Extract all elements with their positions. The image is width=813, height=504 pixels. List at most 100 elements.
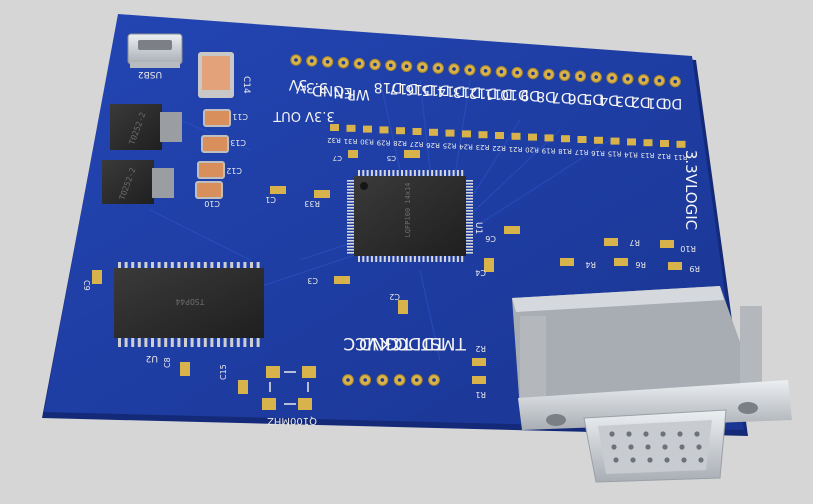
- fpga-pin: [452, 255, 455, 262]
- array-resistor: [346, 124, 356, 132]
- array-resistor-label: R15: [608, 150, 622, 158]
- array-resistor: [660, 140, 669, 147]
- fpga-pin: [466, 183, 473, 185]
- svg-text:C4: C4: [475, 268, 486, 277]
- array-resistor-label: R14: [624, 150, 638, 158]
- array-resistor: [544, 134, 554, 142]
- jtag-pin-label: TMS: [430, 333, 467, 353]
- fpga-pin: [409, 255, 412, 262]
- sram-pin: [256, 337, 260, 347]
- header-pad-hole: [626, 77, 630, 81]
- fpga-pin: [401, 170, 403, 177]
- fpga-pin: [466, 222, 473, 224]
- data-pin-label: D16: [405, 81, 434, 97]
- sram-pin: [124, 337, 128, 347]
- sram-pin: [131, 262, 135, 269]
- sram-pin: [131, 337, 135, 347]
- array-resistor-label: R27: [410, 140, 424, 148]
- data-pin-label: D7: [552, 89, 572, 105]
- pin-wr: WR: [346, 86, 370, 102]
- sram-pin: [118, 262, 121, 269]
- svg-text:C7: C7: [333, 154, 342, 162]
- fpga-pin: [347, 201, 354, 203]
- sram-pin: [190, 337, 194, 347]
- fpga-pin: [444, 170, 446, 177]
- svg-text:R2: R2: [475, 344, 486, 353]
- header-pad-hole: [483, 69, 488, 73]
- jtag-pad-hole: [415, 378, 419, 382]
- fpga-pin: [466, 198, 473, 200]
- svg-text:TSOP44: TSOP44: [175, 297, 204, 306]
- fpga-pin: [466, 219, 473, 221]
- vga-hole: [630, 457, 636, 463]
- jtag-pin-label: TDI: [416, 333, 446, 353]
- fpga-pin: [347, 180, 354, 182]
- fpga-pin: [448, 255, 451, 262]
- fpga-pin: [347, 228, 354, 230]
- array-resistor: [429, 128, 438, 136]
- fpga-pin: [466, 213, 473, 215]
- header-pad-hole: [325, 60, 330, 64]
- array-resistor: [379, 126, 389, 134]
- svg-text:R10: R10: [680, 244, 696, 253]
- data-pin-label: D13: [453, 84, 482, 100]
- sram-pin: [124, 262, 128, 269]
- sram-pin: [164, 262, 168, 269]
- sram-pin: [164, 337, 168, 347]
- fpga-pin: [347, 207, 354, 209]
- fpga-pin: [347, 198, 354, 200]
- fpga-pin: [347, 195, 354, 197]
- fpga-pin: [383, 255, 386, 262]
- fpga-pin: [347, 189, 354, 191]
- sram-pin: [250, 337, 253, 347]
- data-pin-label: D10: [500, 86, 529, 102]
- header-pad-hole: [389, 63, 393, 68]
- fpga-pin: [370, 255, 373, 262]
- sram-pin: [210, 337, 214, 347]
- svg-text:R6: R6: [635, 260, 646, 269]
- regulator-2: TO252-2: [102, 160, 174, 204]
- header-pad-hole: [468, 68, 472, 72]
- sram-pin: [217, 262, 220, 269]
- fpga-pin: [418, 255, 421, 262]
- right-resistors: R7 R10 R4 R6 R9 R2 R1: [472, 238, 700, 399]
- vga-hole: [643, 431, 649, 437]
- sram-pin: [170, 337, 174, 347]
- array-resistor-label: R13: [641, 151, 655, 159]
- sram-pin: [203, 337, 207, 347]
- fpga-pin: [466, 201, 473, 203]
- jtag-pin-label: GND: [359, 333, 398, 353]
- tan-caps: C11 C13 C12 C10: [195, 109, 248, 208]
- jtag-pad-hole: [397, 378, 402, 382]
- fpga-pin: [413, 170, 416, 177]
- fpga-pin: [431, 170, 434, 177]
- sram-pin: [184, 262, 187, 269]
- svg-text:C6: C6: [485, 234, 496, 243]
- svg-text:C9: C9: [82, 280, 91, 291]
- vga-hole: [647, 457, 653, 463]
- fpga-pin: [347, 222, 354, 224]
- fpga-pin: [366, 170, 369, 177]
- sram-pin: [210, 262, 214, 269]
- header-pad-hole: [673, 79, 677, 84]
- fpga-pin: [466, 240, 473, 242]
- svg-text:R4: R4: [585, 260, 596, 269]
- data-pin-label: D4: [599, 92, 619, 108]
- header-pads-top: [290, 54, 681, 88]
- fpga-pin: [426, 255, 429, 262]
- svg-text:C14: C14: [241, 76, 251, 94]
- svg-text:C11: C11: [232, 112, 248, 121]
- fpga-pin: [466, 207, 473, 209]
- header-pad-hole: [610, 76, 614, 80]
- sram-pin: [170, 262, 174, 269]
- fpga-pin: [431, 255, 434, 262]
- fpga-chip: LQFP100 14x14 U1: [347, 170, 483, 262]
- fpga-pin: [347, 231, 354, 233]
- fpga-pin: [347, 246, 354, 248]
- fpga-pin: [405, 255, 408, 262]
- svg-text:C2: C2: [389, 292, 400, 301]
- svg-text:LQFP100 14x14: LQFP100 14x14: [404, 183, 412, 238]
- oscillator: Q100MHZ: [262, 366, 317, 426]
- sram-pin: [223, 262, 227, 269]
